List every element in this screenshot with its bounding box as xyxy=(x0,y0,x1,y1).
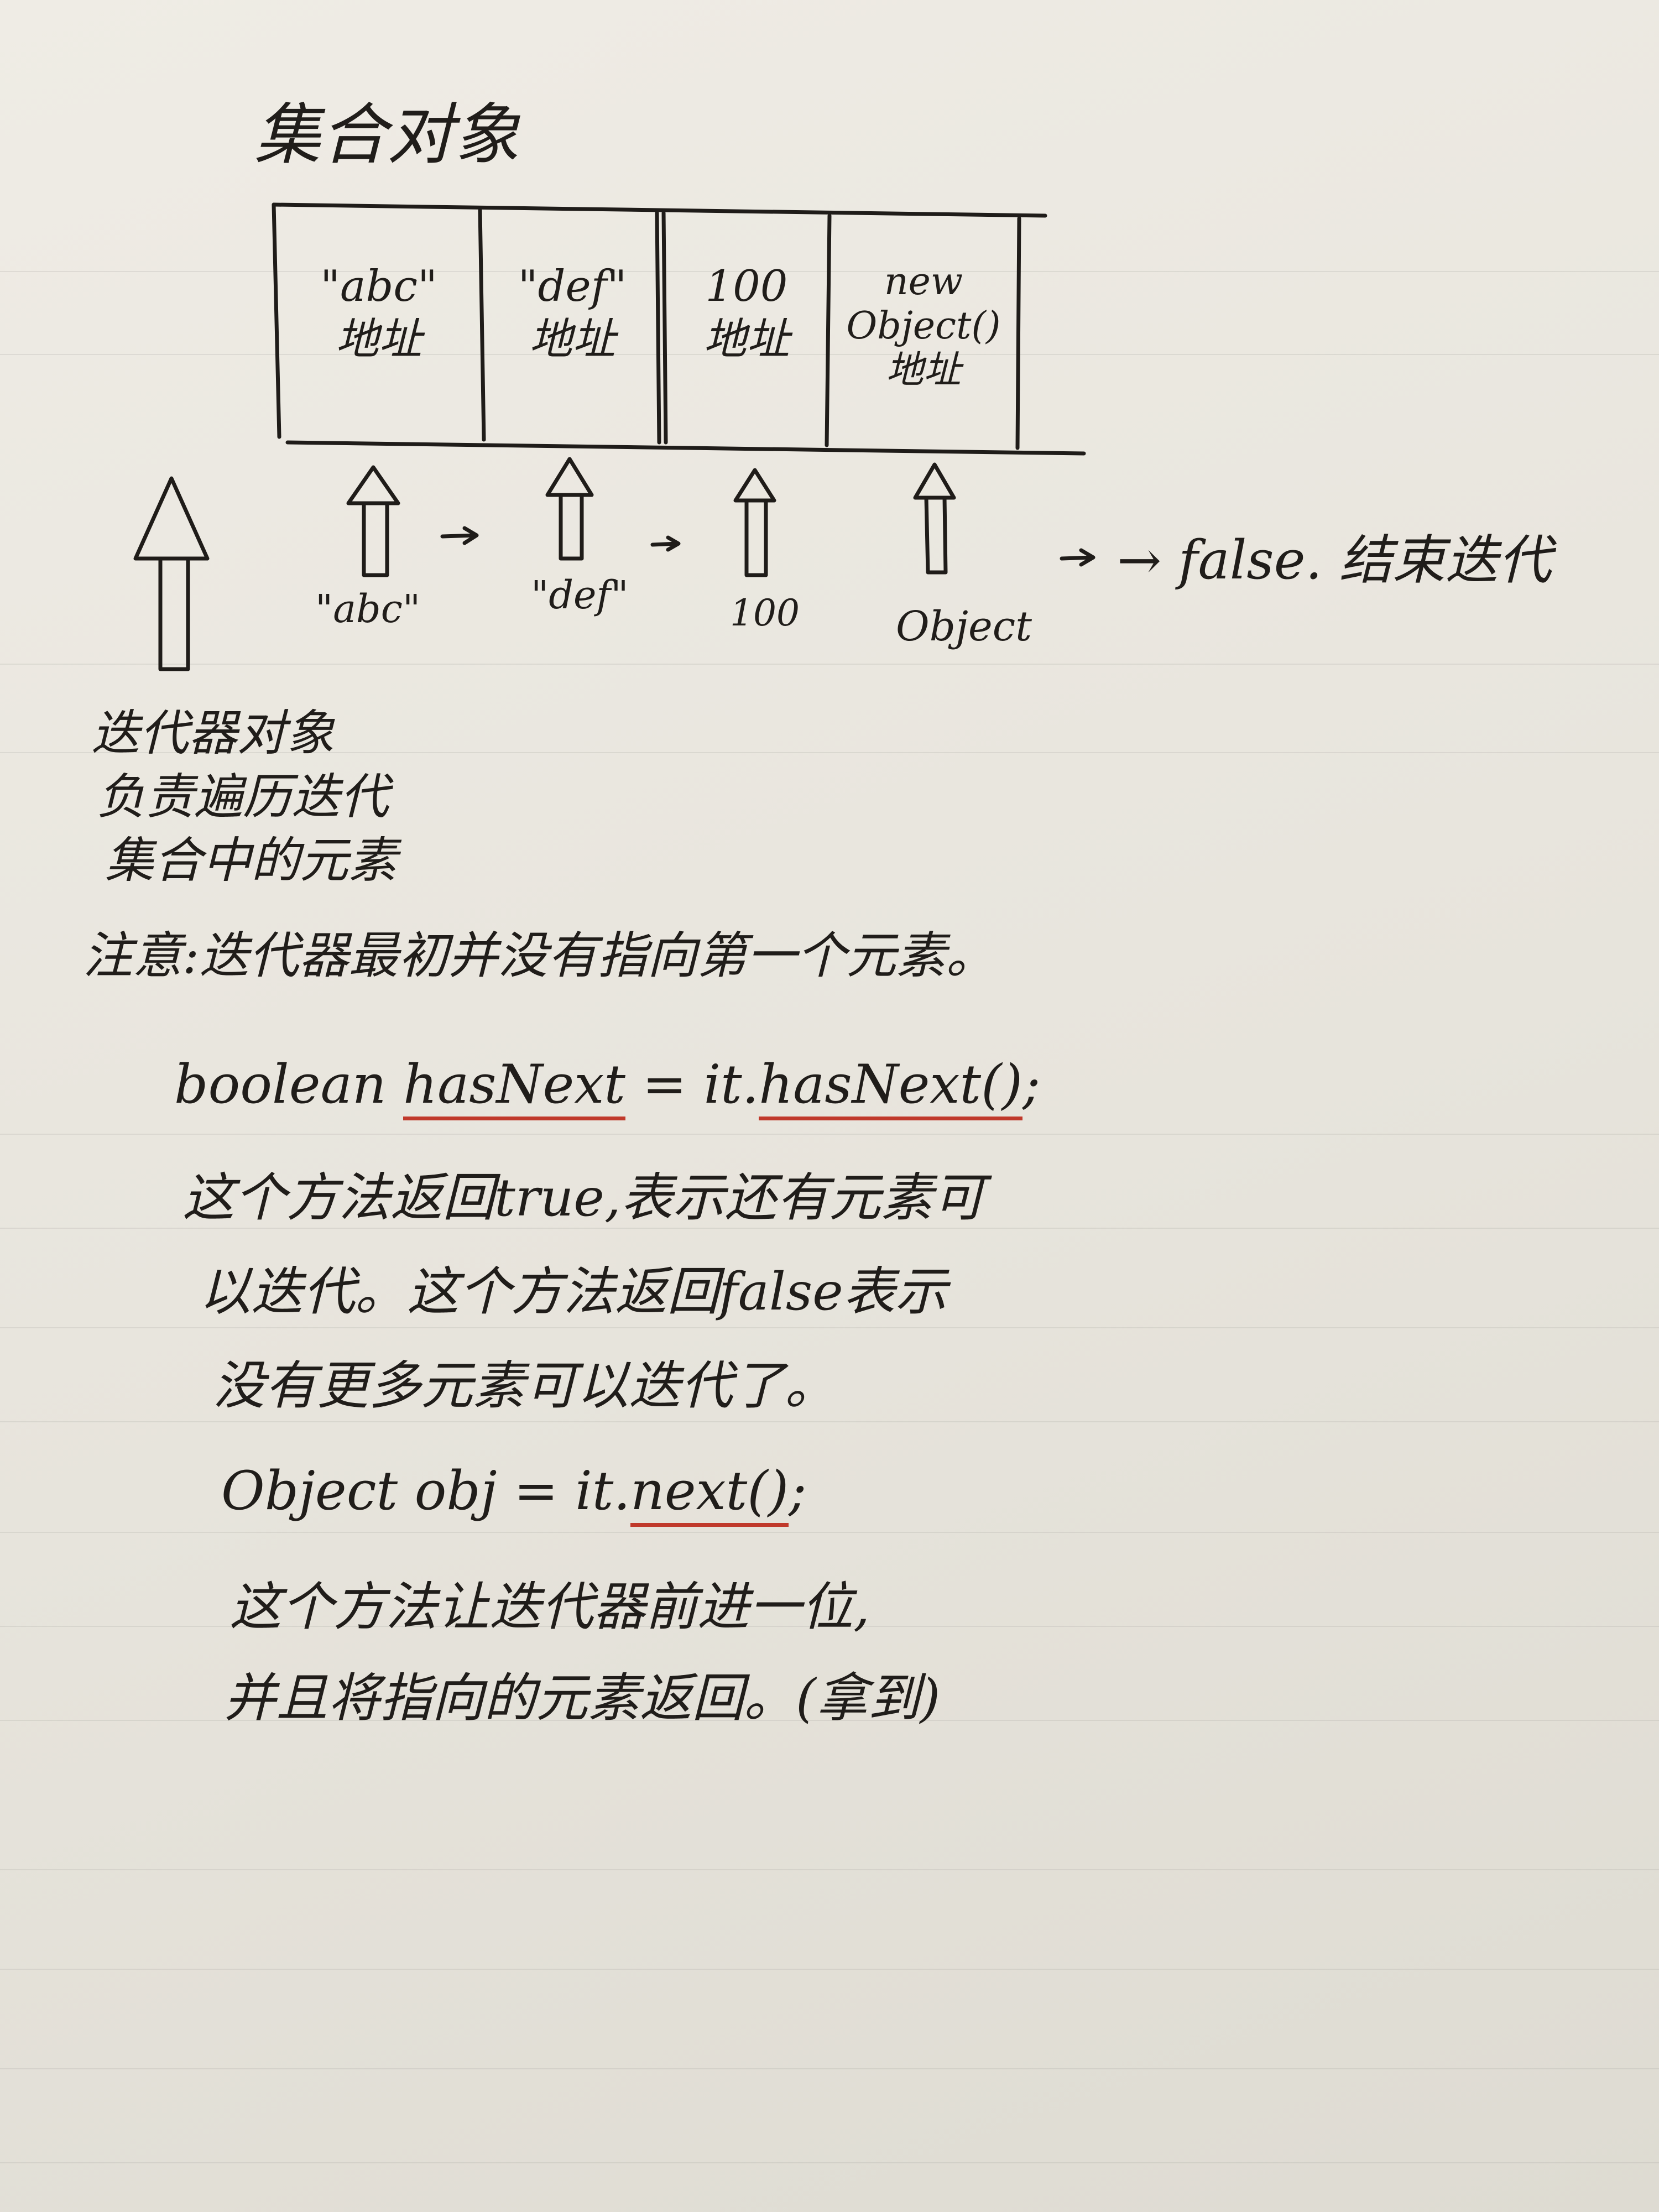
page-title: 集合对象 xyxy=(254,97,520,174)
next-note-2: 并且将指向的元素返回。(拿到) xyxy=(224,1668,941,1729)
pointer-arrow-100 xyxy=(733,468,776,577)
ruled-line xyxy=(0,1327,1659,1328)
cell-100: 100 地址 xyxy=(669,260,824,366)
next-arrow-icon xyxy=(650,535,681,552)
pointer-label-abc: "abc" xyxy=(315,586,421,632)
code-hasnext-type: boolean xyxy=(174,1053,404,1115)
code-hasnext-end: ; xyxy=(1022,1053,1041,1115)
code-next-end: ; xyxy=(789,1460,807,1522)
cell-100-value: 100 xyxy=(705,262,788,311)
box-bottom-edge xyxy=(285,440,1086,456)
iterator-note-3: 集合中的元素 xyxy=(105,832,398,889)
pointer-label-def: "def" xyxy=(531,572,629,618)
ruled-line xyxy=(0,1134,1659,1135)
hasnext-note-3: 没有更多元素可以迭代了。 xyxy=(213,1356,837,1416)
ruled-line xyxy=(0,1720,1659,1721)
iterator-note-2: 负责遍历迭代 xyxy=(97,768,389,825)
cell-object-label: 地址 xyxy=(885,348,961,392)
code-next: Object obj = it.next(); xyxy=(221,1460,807,1527)
cell-divider xyxy=(825,213,832,447)
cell-object: new Object() 地址 xyxy=(830,260,1018,393)
ruled-line xyxy=(0,1532,1659,1533)
cell-100-label: 地址 xyxy=(703,315,790,364)
iterator-note-4: 注意:迭代器最初并没有指向第一个元素。 xyxy=(83,927,996,985)
iterator-big-arrow xyxy=(133,476,210,671)
box-top-edge xyxy=(272,202,1047,218)
cell-abc: "abc" 地址 xyxy=(288,260,470,366)
hasnext-note-2: 以迭代。这个方法返回false表示 xyxy=(199,1262,947,1322)
cell-def: "def" 地址 xyxy=(487,260,658,366)
hasnext-note-1: 这个方法返回true,表示还有元素可 xyxy=(182,1168,985,1228)
ruled-line xyxy=(0,1626,1659,1627)
ruled-line xyxy=(0,2162,1659,2163)
code-next-call: next() xyxy=(630,1460,789,1527)
code-hasnext-call: hasNext() xyxy=(759,1053,1023,1120)
pointer-label-object: Object xyxy=(896,603,1032,650)
ruled-line xyxy=(0,2068,1659,2069)
cell-object-value-1: new xyxy=(884,260,963,304)
iterator-note-1: 迭代器对象 xyxy=(91,705,335,761)
next-arrow-icon xyxy=(440,526,479,545)
ruled-line xyxy=(0,752,1659,753)
box-left-edge xyxy=(272,202,281,439)
cell-object-value-2: Object() xyxy=(846,304,1001,348)
cell-divider xyxy=(478,208,486,442)
cell-abc-value: "abc" xyxy=(320,262,437,311)
cell-def-value: "def" xyxy=(518,262,627,311)
end-note: → false. 结束迭代 xyxy=(1117,529,1552,591)
box-right-edge xyxy=(1015,216,1021,450)
pointer-arrow-abc xyxy=(346,465,400,577)
ruled-line xyxy=(0,664,1659,665)
ruled-line xyxy=(0,1228,1659,1229)
code-hasnext-eq: = it. xyxy=(625,1053,759,1115)
pointer-arrow-def xyxy=(545,457,594,561)
ruled-line xyxy=(0,1969,1659,1970)
code-hasnext-var: hasNext xyxy=(403,1053,625,1120)
cell-def-label: 地址 xyxy=(529,315,615,364)
code-hasnext: boolean hasNext = it.hasNext(); xyxy=(174,1053,1041,1120)
ruled-line xyxy=(0,1869,1659,1870)
cell-abc-label: 地址 xyxy=(335,315,422,364)
ruled-line xyxy=(0,1421,1659,1422)
next-arrow-icon xyxy=(1060,548,1095,567)
code-next-prefix: Object obj = it. xyxy=(221,1460,630,1522)
next-note-1: 这个方法让迭代器前进一位, xyxy=(229,1577,870,1637)
pointer-arrow-object xyxy=(913,462,956,575)
pointer-label-100: 100 xyxy=(730,592,800,634)
